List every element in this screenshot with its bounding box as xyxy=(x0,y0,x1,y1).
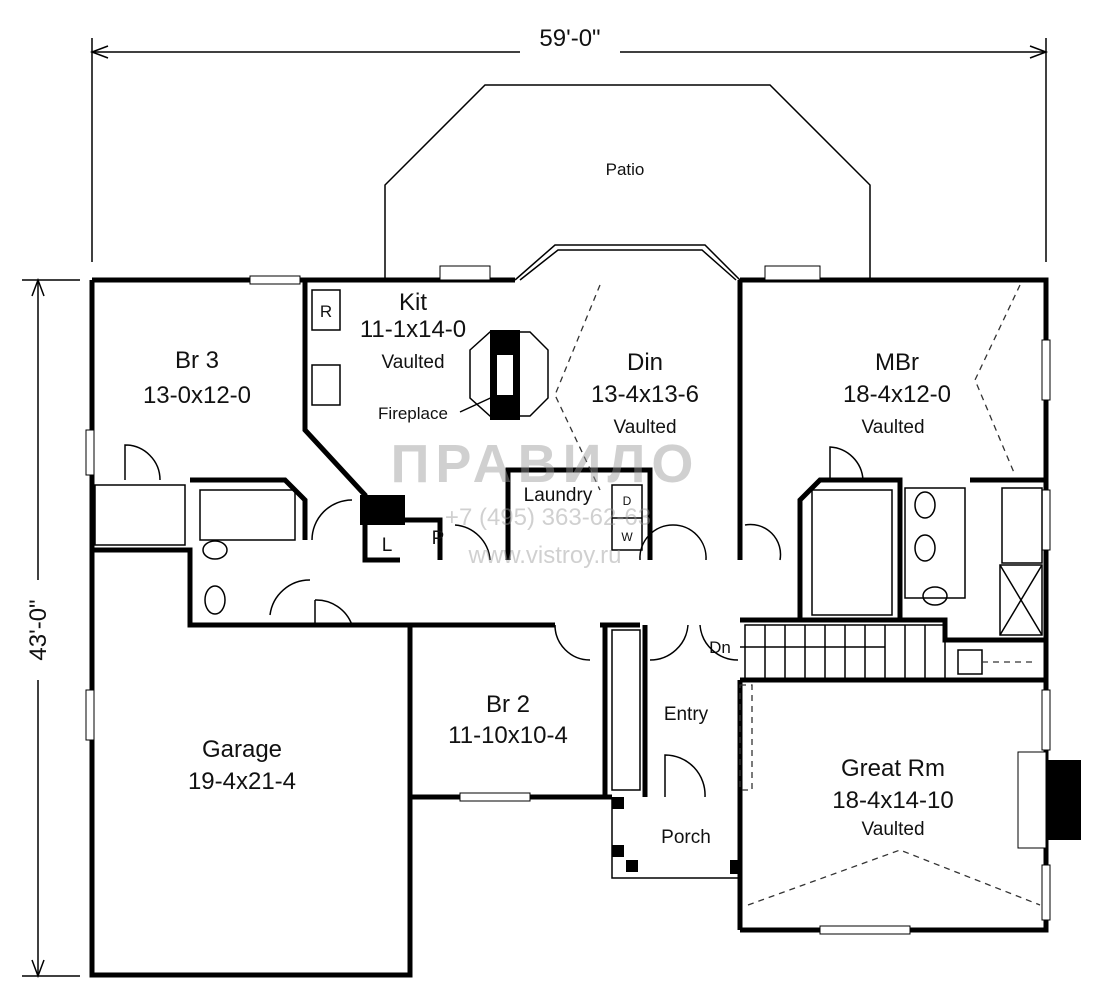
br2-name: Br 2 xyxy=(486,691,530,718)
great-rm-note: Vaulted xyxy=(861,819,924,840)
depth-label: 43'-0" xyxy=(25,599,52,660)
exterior-walls xyxy=(85,244,1081,978)
room-kit: Kit 11-1x14-0 Vaulted Fireplace xyxy=(360,289,466,423)
width-dimension: 59'-0" xyxy=(89,25,1049,262)
watermark: ПРАВИЛО +7 (495) 363-62-63 www.vistroy.r… xyxy=(391,434,700,569)
din-size: 13-4x13-6 xyxy=(591,381,699,408)
watermark-url: www.vistroy.ru xyxy=(468,542,622,569)
great-rm-size: 18-4x14-10 xyxy=(832,787,953,814)
din-note: Vaulted xyxy=(613,417,676,438)
patio: Patio xyxy=(384,84,871,280)
laundry-label: Laundry xyxy=(524,485,593,506)
pantry-label: P xyxy=(432,528,445,549)
porch-label: Porch xyxy=(661,827,711,848)
room-great-rm: Great Rm 18-4x14-10 Vaulted xyxy=(832,755,953,840)
vault-lines xyxy=(554,284,1041,906)
room-br3: Br 3 13-0x12-0 xyxy=(143,347,251,409)
fridge-label: R xyxy=(320,302,332,321)
washer-label: W xyxy=(621,530,633,544)
watermark-logo: ПРАВИЛО xyxy=(391,434,700,494)
br3-size: 13-0x12-0 xyxy=(143,382,251,409)
mbr-size: 18-4x12-0 xyxy=(843,381,951,408)
mbr-name: MBr xyxy=(875,349,919,376)
garage-size: 19-4x21-4 xyxy=(188,768,296,795)
great-rm-name: Great Rm xyxy=(841,755,945,782)
depth-dimension: 43'-0" xyxy=(22,277,80,979)
room-garage: Garage 19-4x21-4 xyxy=(188,736,296,795)
mbr-note: Vaulted xyxy=(861,417,924,438)
watermark-phone: +7 (495) 363-62-63 xyxy=(445,504,651,531)
stairs-label: Dn xyxy=(709,638,731,657)
br2-size: 11-10x10-4 xyxy=(448,722,568,749)
kit-note: Vaulted xyxy=(381,352,444,373)
dryer-label: D xyxy=(623,494,632,508)
fixtures: Kit R D W xyxy=(199,289,1043,791)
garage-name: Garage xyxy=(202,736,282,763)
kit-name: Kit xyxy=(399,289,427,316)
din-name: Din xyxy=(627,349,663,376)
room-br2: Br 2 11-10x10-4 xyxy=(448,691,568,749)
width-label: 59'-0" xyxy=(539,25,600,52)
kit-size: 11-1x14-0 xyxy=(360,316,466,343)
stairs: Dn xyxy=(709,624,946,681)
closet-shelves xyxy=(611,489,893,791)
patio-label: Patio xyxy=(606,160,645,179)
br3-name: Br 3 xyxy=(175,347,219,374)
doors xyxy=(124,444,864,798)
linen-label: L xyxy=(382,535,393,556)
entry-label: Entry xyxy=(664,704,709,725)
fireplace-label: Fireplace xyxy=(378,404,448,423)
room-mbr: MBr 18-4x12-0 Vaulted xyxy=(843,349,951,438)
room-din: Din 13-4x13-6 Vaulted xyxy=(591,349,699,438)
